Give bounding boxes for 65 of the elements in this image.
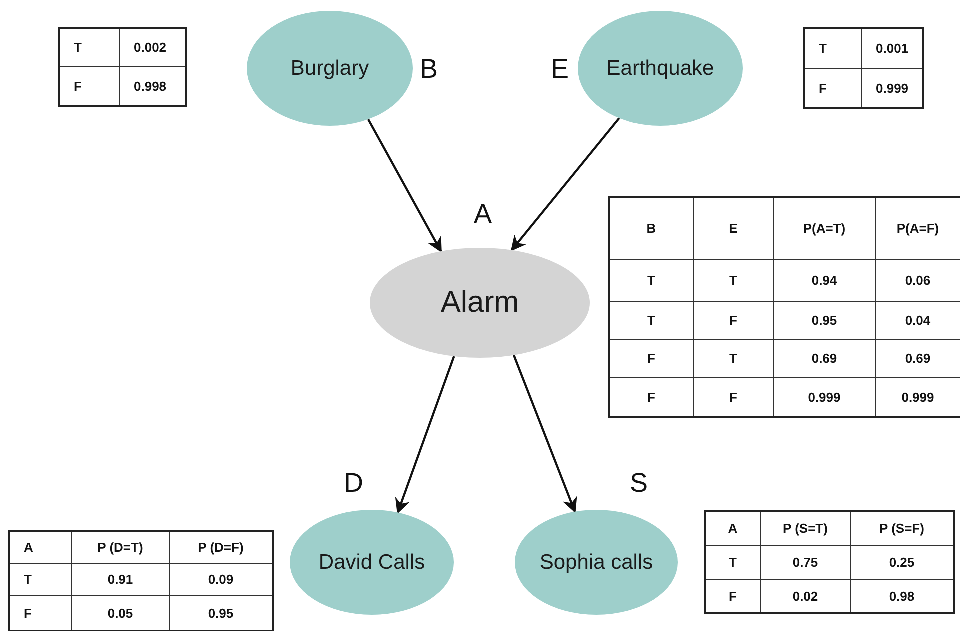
table-cell: F [610, 378, 694, 416]
table-cell: P(A=F) [876, 198, 960, 260]
table-cell: 0.002 [120, 29, 185, 67]
table-cell: 0.25 [851, 546, 953, 580]
table-cell: E [694, 198, 774, 260]
ellipse-node [515, 510, 678, 615]
table-cell: 0.04 [876, 302, 960, 340]
ellipse-node [247, 11, 413, 126]
table-cell: T [610, 302, 694, 340]
arrow [367, 118, 442, 253]
table-cell: 0.001 [862, 29, 922, 69]
table-cell: P (D=T) [72, 532, 170, 564]
table-cell: T [610, 260, 694, 302]
node-label: Earthquake [606, 56, 716, 82]
node-label: Burglary [290, 56, 370, 82]
arrow [510, 118, 620, 252]
table-cell: 0.999 [774, 378, 876, 416]
table-cell: 0.95 [774, 302, 876, 340]
table-cell: P (S=T) [761, 512, 851, 546]
table-cell: P(A=T) [774, 198, 876, 260]
node-label: Sophia calls [538, 550, 654, 576]
table-cell: 0.75 [761, 546, 851, 580]
table-cell: 0.02 [761, 580, 851, 612]
table-cell: F [694, 378, 774, 416]
table-cell: F [805, 69, 862, 107]
table-cell-text: 0.95 [207, 604, 235, 622]
table-cell-text: 0.98 [888, 588, 916, 606]
ellipse-node [290, 510, 454, 615]
table-cell: 0.94 [774, 260, 876, 302]
table-cell: 0.06 [876, 260, 960, 302]
table-cell: T [694, 340, 774, 378]
table-cell: P (S=F) [851, 512, 953, 546]
table-cell-text: 0.998 [133, 78, 168, 96]
table-cell: 0.91 [72, 564, 170, 596]
table-cell: 0.09 [170, 564, 272, 596]
ellipse-node [578, 11, 743, 126]
table-cell-text: 0.999 [900, 388, 936, 406]
table-cell: F [60, 67, 120, 105]
variable-letter: E [551, 56, 570, 83]
table-cell: A [10, 532, 72, 564]
node-label: David Calls [318, 550, 426, 576]
variable-letter: D [344, 470, 364, 497]
table-cell: F [10, 596, 72, 630]
variable-letter: A [474, 201, 492, 228]
node-label: Alarm [440, 285, 520, 321]
table-cell: 0.69 [774, 340, 876, 378]
table-cell-text: 0.999 [875, 80, 910, 98]
arrow [395, 356, 456, 514]
table-cell: F [706, 580, 761, 612]
variable-letter: B [420, 56, 438, 83]
table-cell: T [805, 29, 862, 69]
table-cell: T [706, 546, 761, 580]
table-cell: A [706, 512, 761, 546]
table-cell: F [694, 302, 774, 340]
variable-letter: S [630, 470, 648, 497]
table-cell: B [610, 198, 694, 260]
table-cell: 0.05 [72, 596, 170, 630]
arrow [512, 354, 578, 514]
table-cell: T [10, 564, 72, 596]
table-cell: P (D=F) [170, 532, 272, 564]
table-cell: T [60, 29, 120, 67]
table-cell: 0.69 [876, 340, 960, 378]
table-cell: F [610, 340, 694, 378]
ellipse-node [370, 248, 590, 358]
table-cell: T [694, 260, 774, 302]
